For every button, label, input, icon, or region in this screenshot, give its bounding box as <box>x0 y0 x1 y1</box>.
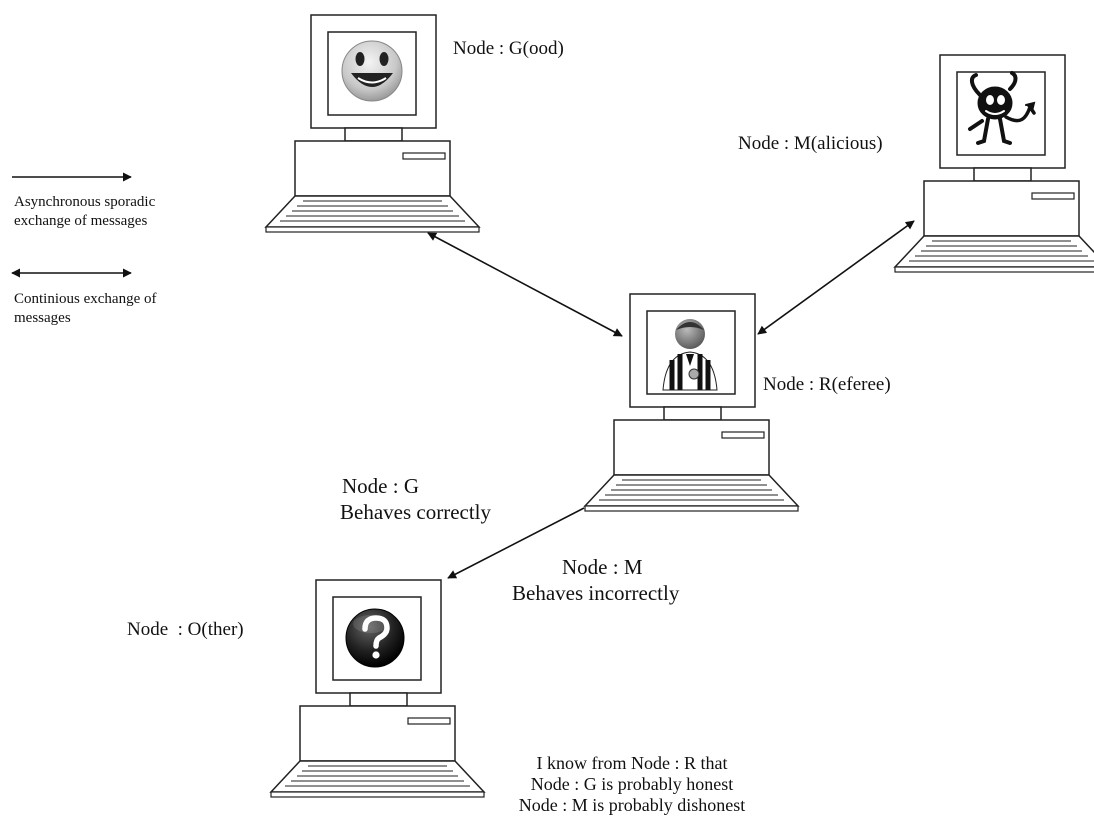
good-referee-connection <box>427 232 623 337</box>
computer-malicious <box>894 54 1094 273</box>
node-malicious-label: Node : M(alicious) <box>738 133 883 154</box>
question-mark-icon <box>345 608 405 668</box>
knowledge-line3: Node : M is probably dishonest <box>518 795 746 815</box>
computer-good <box>265 14 480 233</box>
referee-other-message-arrow <box>447 507 585 579</box>
devil-icon <box>968 71 1036 145</box>
legend-sporadic-label: Asynchronous sporadic exchange of messag… <box>14 193 155 231</box>
good-behaves-line2: Behaves correctly <box>340 500 492 525</box>
good-behaves-correctly-label: Node : G Behaves correctly <box>340 473 491 526</box>
legend-continuous-line2: messages <box>14 310 71 326</box>
node-other-label: Node : O(ther) <box>127 619 244 640</box>
computer-other <box>270 579 485 798</box>
legend-continuous-label: Continious exchange of messages <box>14 290 156 328</box>
computer-referee <box>584 293 799 512</box>
node-referee-label: Node : R(eferee) <box>763 374 891 395</box>
other-knowledge-statement: I know from Node : R that Node : G is pr… <box>494 753 770 816</box>
referee-person-icon <box>662 319 718 391</box>
malicious-referee-connection <box>757 220 915 335</box>
malicious-behaves-line2: Behaves incorrectly <box>512 581 680 606</box>
malicious-behaves-line1: Node : M <box>562 555 643 579</box>
legend-continuous-line1: Continious exchange of <box>14 291 157 307</box>
legend-sporadic-line2: exchange of messages <box>14 213 148 229</box>
knowledge-line1: I know from Node : R that <box>536 753 728 773</box>
malicious-behaves-incorrectly-label: Node : M Behaves incorrectly <box>512 554 732 607</box>
good-behaves-line1: Node : G <box>342 474 419 498</box>
smiley-face-icon <box>341 40 403 102</box>
legend-sporadic-line1: Asynchronous sporadic <box>14 194 156 210</box>
node-good-label: Node : G(ood) <box>453 38 564 59</box>
knowledge-line2: Node : G is probably honest <box>530 774 734 794</box>
